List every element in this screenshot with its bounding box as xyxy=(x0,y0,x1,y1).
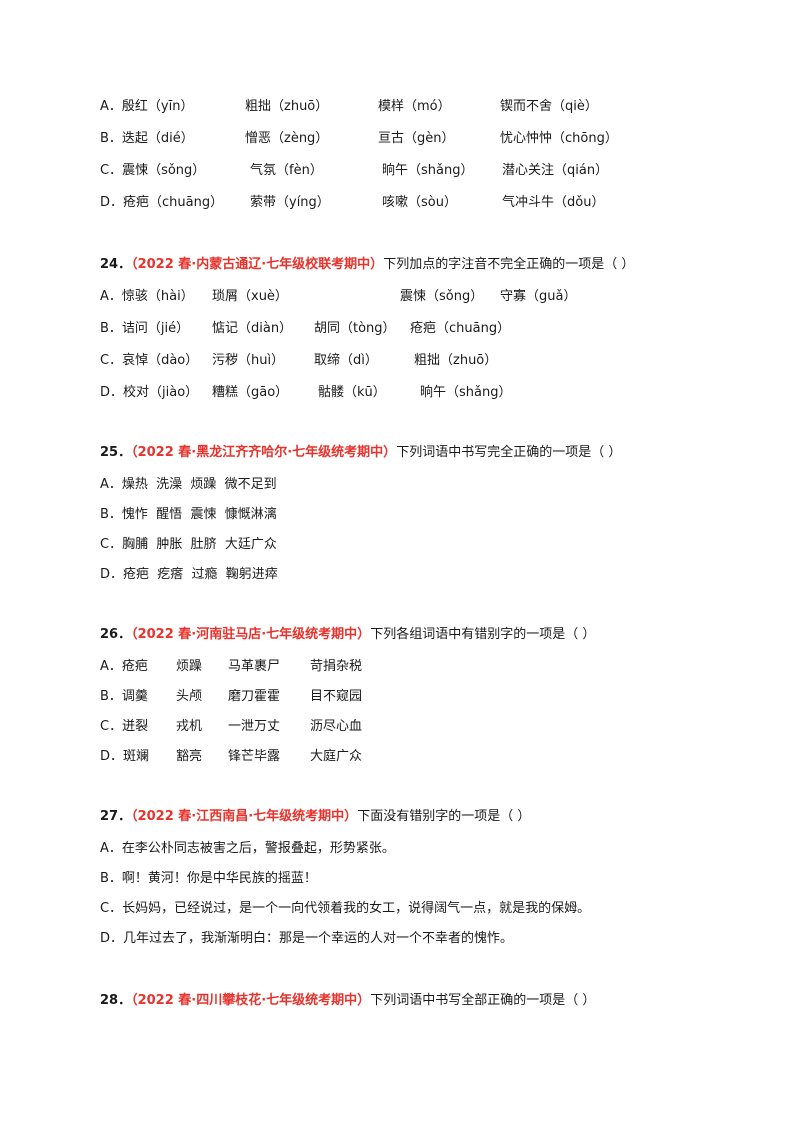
q23-c-3: 晌午（shǎng） xyxy=(382,163,474,178)
q26-d-1: D．斑斓 xyxy=(100,749,150,764)
q27-text: 下面没有错别字的一项是（ ） xyxy=(357,809,531,824)
q26-d-2: 豁亮 xyxy=(176,749,203,764)
q28-text: 下列词语中书写全部正确的一项是（ ） xyxy=(370,993,596,1008)
q24-text: 下列加点的字注音不完全正确的一项是（ ） xyxy=(383,257,635,272)
q24-b-1: B．诘问（jié） xyxy=(100,321,190,336)
q26-c-4: 沥尽心血 xyxy=(310,719,363,734)
q24-b-2: 惦记（diàn） xyxy=(212,321,293,336)
q24-d-3: 骷髅（kū） xyxy=(318,385,386,400)
q23-d-3: 咳嗽（sòu） xyxy=(382,195,457,210)
q24-c-2: 污秽（huì） xyxy=(212,353,285,368)
q24-b-3: 胡同（tòng） xyxy=(314,321,396,336)
q24-source: （2022 春·内蒙古通辽·七年级校联考期中） xyxy=(131,257,384,272)
q23-c-1: C．震悚（sǒng） xyxy=(100,163,206,178)
q24-question: 24．（2022 春·内蒙古通辽·七年级校联考期中）下列加点的字注音不完全正确的… xyxy=(100,254,634,276)
q23-b-4: 忧心忡忡（chōng） xyxy=(500,131,618,146)
q26-a-4: 苛捐杂税 xyxy=(310,659,363,674)
q23-a-4: 锲而不舍（qiè） xyxy=(500,99,598,114)
q26-c-2: 戎机 xyxy=(176,719,203,734)
q25-number: 25． xyxy=(100,445,132,460)
q23-a-1: A．殷红（yīn） xyxy=(100,99,194,114)
q28-source: （2022 春·四川攀枝花·七年级统考期中） xyxy=(131,993,371,1008)
q24-c-1: C．哀悼（dào） xyxy=(100,353,199,368)
q24-c-3: 取缔（dì） xyxy=(314,353,378,368)
q24-number: 24． xyxy=(100,257,132,272)
q27-option-d: D．几年过去了，我渐渐明白：那是一个幸运的人对一个不幸者的愧怍。 xyxy=(100,931,514,946)
q25-option-d: D．疮疤 疙瘩 过瘾 鞠躬进瘁 xyxy=(100,567,278,582)
q27-option-c: C．长妈妈，已经说过，是一个一向代领着我的女工，说得阔气一点，就是我的保姆。 xyxy=(100,901,591,916)
q26-d-4: 大庭广众 xyxy=(310,749,363,764)
q25-option-b: B．愧怍 醒悟 震悚 慷慨淋漓 xyxy=(100,507,277,522)
q27-option-b: B．啊！黄河！你是中华民族的摇蓝！ xyxy=(100,871,317,886)
q24-d-2: 糟糕（gāo） xyxy=(212,385,289,400)
q26-question: 26．（2022 春·河南驻马店·七年级统考期中）下列各组词语中有错别字的一项是… xyxy=(100,624,595,646)
q26-a-1: A．疮疤 xyxy=(100,659,148,674)
q27-option-a: A．在李公朴同志被害之后，警报叠起，形势紧张。 xyxy=(100,841,395,856)
q26-b-3: 磨刀霍霍 xyxy=(228,689,281,704)
q26-number: 26． xyxy=(100,627,132,642)
q24-d-1: D．校对（jiào） xyxy=(100,385,199,400)
q24-b-4: 疮疤（chuāng） xyxy=(410,321,511,336)
q24-a-3: 震悚（sǒng） xyxy=(400,289,484,304)
q26-a-2: 烦躁 xyxy=(176,659,203,674)
q27-number: 27． xyxy=(100,809,132,824)
q28-number: 28． xyxy=(100,993,132,1008)
q23-a-2: 粗拙（zhuō） xyxy=(245,99,329,114)
q23-b-2: 憎恶（zèng） xyxy=(245,131,329,146)
q23-d-4: 气冲斗牛（dǒu） xyxy=(502,195,605,210)
q24-a-1: A．惊骇（hài） xyxy=(100,289,194,304)
q23-b-3: 亘古（gèn） xyxy=(378,131,455,146)
q23-a-3: 模样（mó） xyxy=(378,99,451,114)
q25-source: （2022 春·黑龙江齐齐哈尔·七年级统考期中） xyxy=(131,445,397,460)
q23-b-1: B．迭起（dié） xyxy=(100,131,194,146)
q24-a-2: 琐屑（xuè） xyxy=(212,289,288,304)
q25-option-a: A．燥热 洗澡 烦躁 微不足到 xyxy=(100,477,277,492)
q23-d-2: 萦带（yíng） xyxy=(250,195,330,210)
q24-a-4: 守寡（guǎ） xyxy=(500,289,577,304)
q25-text: 下列词语中书写完全正确的一项是（ ） xyxy=(396,445,622,460)
q24-d-4: 晌午（shǎng） xyxy=(420,385,512,400)
q28-question: 28．（2022 春·四川攀枝花·七年级统考期中）下列词语中书写全部正确的一项是… xyxy=(100,990,595,1012)
q26-c-1: C．迸裂 xyxy=(100,719,149,734)
q26-b-1: B．调羹 xyxy=(100,689,148,704)
q27-source: （2022 春·江西南昌·七年级统考期中） xyxy=(131,809,358,824)
q26-b-4: 目不窥园 xyxy=(310,689,363,704)
q24-c-4: 粗拙（zhuō） xyxy=(414,353,498,368)
q26-source: （2022 春·河南驻马店·七年级统考期中） xyxy=(131,627,371,642)
q25-option-c: C．胸脯 肿胀 肚脐 大廷广众 xyxy=(100,537,277,552)
q26-a-3: 马革裹尸 xyxy=(228,659,281,674)
q26-b-2: 头颅 xyxy=(176,689,203,704)
q27-question: 27．（2022 春·江西南昌·七年级统考期中）下面没有错别字的一项是（ ） xyxy=(100,806,530,828)
q23-d-1: D．疮疤（chuāng） xyxy=(100,195,224,210)
q23-c-2: 气氛（fèn） xyxy=(250,163,323,178)
q26-c-3: 一泄万丈 xyxy=(228,719,281,734)
q26-text: 下列各组词语中有错别字的一项是（ ） xyxy=(370,627,596,642)
q25-question: 25．（2022 春·黑龙江齐齐哈尔·七年级统考期中）下列词语中书写完全正确的一… xyxy=(100,442,621,464)
q26-d-3: 锋芒毕露 xyxy=(228,749,281,764)
q23-c-4: 潜心关注（qián） xyxy=(502,163,609,178)
